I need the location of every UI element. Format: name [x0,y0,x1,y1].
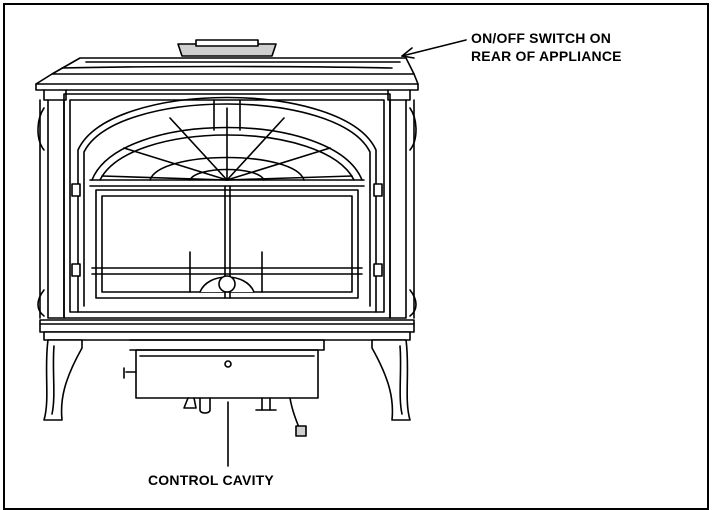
control-callout-label: CONTROL CAVITY [148,472,274,488]
diagram-frame [3,3,709,510]
base-ledge [39,319,415,341]
top-plate [35,57,419,91]
switch-callout-line2: REAR OF APPLIANCE [471,48,622,64]
switch-callout-arrow [401,39,467,59]
door [71,96,383,313]
switch-callout-line1: ON/OFF SWITCH ON [471,30,612,46]
stove-body [63,93,391,319]
switch-callout-label: ON/OFF SWITCH ON REAR OF APPLIANCE [471,29,701,65]
control-cavity-box [123,339,325,437]
flue-collar [177,39,277,57]
legs [43,339,411,421]
left-post [37,89,67,319]
right-post [387,89,417,319]
